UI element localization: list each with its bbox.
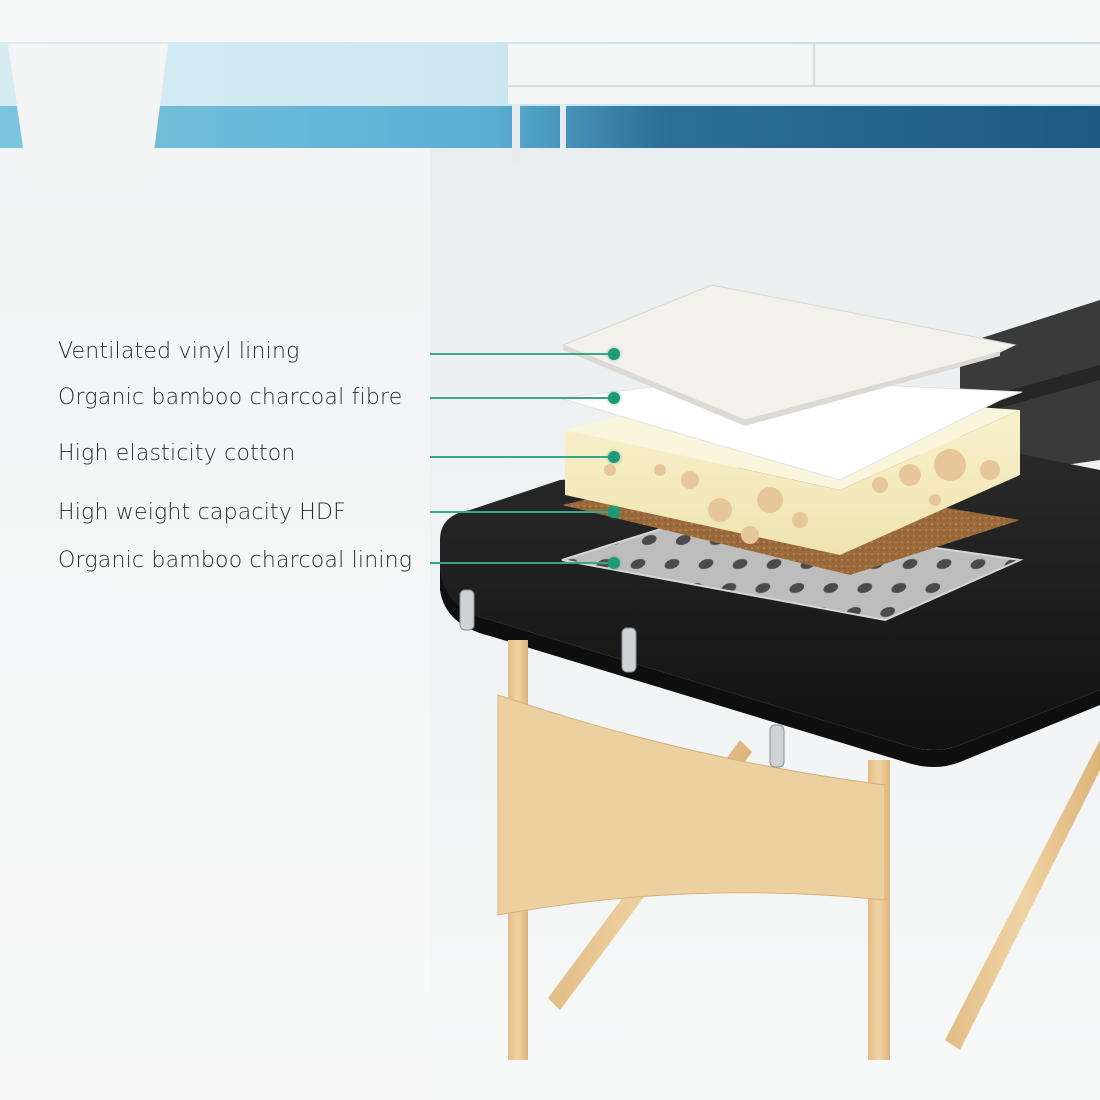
leader-line	[430, 562, 614, 564]
layer-2-fibre	[559, 377, 1023, 481]
wood-brace-panel	[497, 694, 886, 916]
layer-label: High elasticity cotton	[58, 441, 296, 466]
layer-label: High weight capacity HDF	[58, 500, 347, 525]
latches	[459, 589, 785, 768]
leader-line	[430, 456, 614, 458]
layer-1-vinyl	[561, 284, 1017, 426]
layer-label: Organic bamboo charcoal fibre	[58, 385, 403, 410]
callout-dot-icon	[608, 348, 620, 360]
table-legs	[497, 640, 1100, 1060]
wall-baseboard	[0, 106, 1100, 148]
leader-line	[430, 353, 614, 355]
leader-line	[430, 511, 614, 513]
layer-label: Ventilated vinyl lining	[58, 339, 300, 364]
leader-line	[430, 397, 614, 399]
callout-dot-icon	[608, 392, 620, 404]
vase	[8, 44, 168, 188]
layer-label: Organic bamboo charcoal lining	[58, 548, 413, 573]
layer-5-lining	[561, 513, 1024, 622]
callout-dot-icon	[608, 451, 620, 463]
callout-dot-icon	[608, 557, 620, 569]
cabinet	[508, 44, 1100, 104]
callout-dot-icon	[608, 506, 620, 518]
